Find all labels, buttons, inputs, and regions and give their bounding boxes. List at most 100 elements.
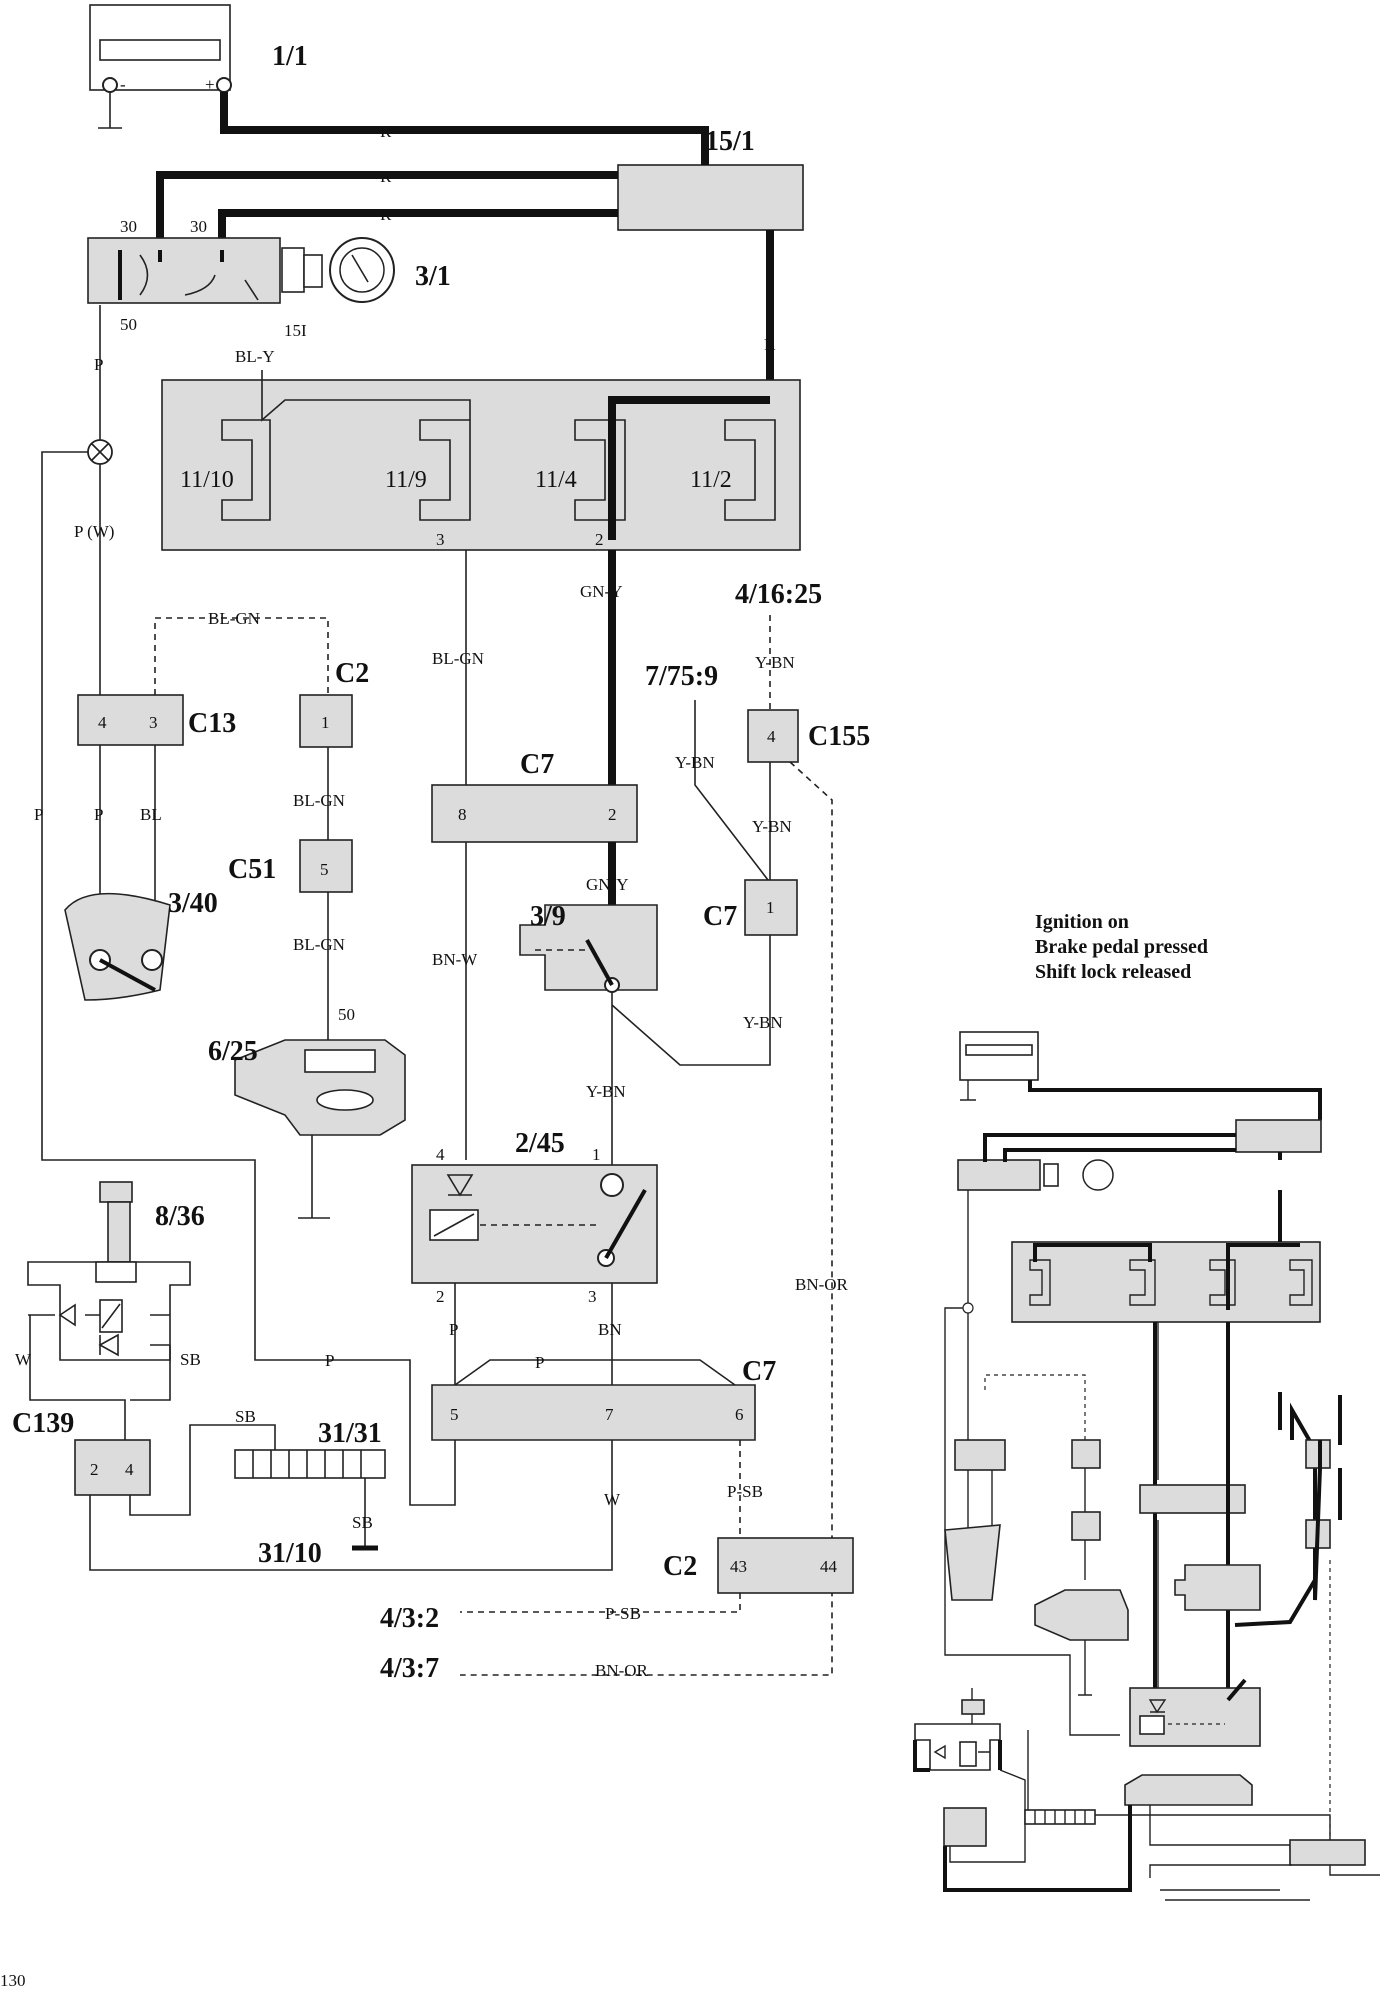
fuse-11-4 [574,419,626,521]
svg-text:-: - [120,75,126,94]
wire-label-w-c7: W [604,1490,621,1509]
connector-c2-top [299,694,353,748]
fuse-box [161,379,801,551]
indicator-lamp [87,439,113,465]
wire-label-bl-y: BL-Y [235,347,275,366]
status-line-2: Brake pedal pressed [1035,936,1208,958]
wire-sb-31 [129,1424,276,1516]
connector-c2-top-label: C2 [335,658,369,689]
wire-label-bl-gn-dashed: BL-GN [208,609,260,628]
wire-label-y-bn-2: Y-BN [675,753,715,772]
wire-solenoid-out [29,1315,171,1440]
wire-p-long [41,451,456,1506]
wire-y-bn-2 [694,700,769,881]
pin-c51-5: 5 [320,860,329,879]
switch-3-40 [64,892,171,1001]
wire-label-w-8-36: W [15,1350,32,1369]
pin-c2-1: 1 [321,713,330,732]
page-number: 130 [0,1971,26,1990]
status-line-3: Shift lock released [1035,961,1191,983]
wire-bl-gn-dashed [154,617,329,695]
wire-bl-y [261,370,471,422]
wire-p-c7-top [454,1359,736,1386]
connector-c7-top-label: C7 [520,749,554,780]
brake-switch-label: 3/9 [530,901,566,932]
wire-label-y-bn-3: Y-BN [752,817,792,836]
wire-relay-out [454,1283,613,1385]
wire-label-y-bn-1: Y-BN [755,653,795,672]
ground-31-10-label: 31/10 [258,1538,322,1569]
ref-4-3-2: 4/3:2 [380,1603,439,1634]
wire-label-p-left: P [34,805,43,824]
status-line-1: Ignition on [1035,911,1129,933]
pin-c7-8: 8 [458,805,467,824]
terminal-30b: 30 [190,217,207,236]
switch-3-40-label: 3/40 [168,888,218,919]
connector-c7-top [431,784,638,843]
wire-r-30a [156,171,618,268]
battery-label: 1/1 [272,41,308,72]
pin-c7-2: 2 [608,805,617,824]
connector-c2-bottom-label: C2 [663,1551,697,1582]
fuse-label-11-9: 11/9 [385,467,427,493]
connector-c7-mid [744,879,798,936]
ref-4-3-7: 4/3:7 [380,1653,439,1684]
wire-label-bl-gn-3: BL-GN [293,935,345,954]
ignition-switch-label: 3/1 [415,261,451,292]
wire-label-p-relay: P [449,1320,458,1339]
wire-label-bn-or-ref: BN-OR [595,1661,649,1680]
fuse-label-11-10: 11/10 [180,467,234,493]
ground-bar-31-31 [234,1449,386,1479]
connector-c51-label: C51 [228,854,276,885]
wire-label-r4: R [764,335,776,354]
wire-y-bn-4 [611,935,771,1066]
wire-p-sb-ref [460,1593,741,1613]
pin-c2-44: 44 [820,1557,838,1576]
terminal-15i: 15I [284,321,307,340]
wire-internal-gn [608,396,770,540]
connector-c13-label: C13 [188,708,236,739]
pin-relay-4: 4 [436,1145,445,1164]
connector-c155-label: C155 [808,721,870,752]
wire-label-p-sb: P-SB [727,1482,763,1501]
fuse-11-10 [221,419,271,521]
pin-c2-43: 43 [730,1557,747,1576]
connector-c7-bottom [431,1384,756,1441]
ref-4-16-25: 4/16:25 [735,579,822,610]
ignition-switch [87,237,395,304]
wire-label-gn-y-1: GN-Y [580,582,623,601]
wire-label-p-w: P (W) [74,522,114,541]
pin-c139-2: 2 [90,1460,99,1479]
pin-fuse-2: 2 [595,530,604,549]
wire-label-bn-w: BN-W [432,950,478,969]
terminal-30a: 30 [120,217,137,236]
wire-label-sb-31b: SB [352,1513,373,1532]
wire-label-p-c13: P [94,805,103,824]
ground-31-31-label: 31/31 [318,1418,382,1449]
connector-c51 [299,839,353,893]
connector-c13 [77,694,184,746]
ref-7-75-9: 7/75:9 [645,661,718,692]
pin-c13-4: 4 [98,713,107,732]
fuse-label-11-4: 11/4 [535,467,577,493]
pin-relay-1: 1 [592,1145,601,1164]
shift-lock-solenoid-label: 8/36 [155,1201,205,1232]
connector-c7-mid-label: C7 [703,901,737,932]
starter-inhibitor-label: 6/25 [208,1036,258,1067]
wire-label-bn: BN [598,1320,622,1339]
pin-c155-4: 4 [767,727,776,746]
pin-fuse-3: 3 [436,530,445,549]
wire-label-gn-y-2: GN-Y [586,875,629,894]
wire-label-r1: R [380,122,392,141]
wire-label-r3: R [380,205,392,224]
wire-label-p-top-c7: P [535,1353,544,1372]
pin-c139-4: 4 [125,1460,134,1479]
pin-c7-6: 6 [735,1405,744,1424]
wire-label-sb-8-36: SB [180,1350,201,1369]
fusible-link-label: 15/1 [705,126,755,157]
wire-label-p-sb-ref: P-SB [605,1604,641,1623]
pin-relay-3: 3 [588,1287,597,1306]
terminal-50: 50 [120,315,137,334]
brake-switch [519,904,658,993]
